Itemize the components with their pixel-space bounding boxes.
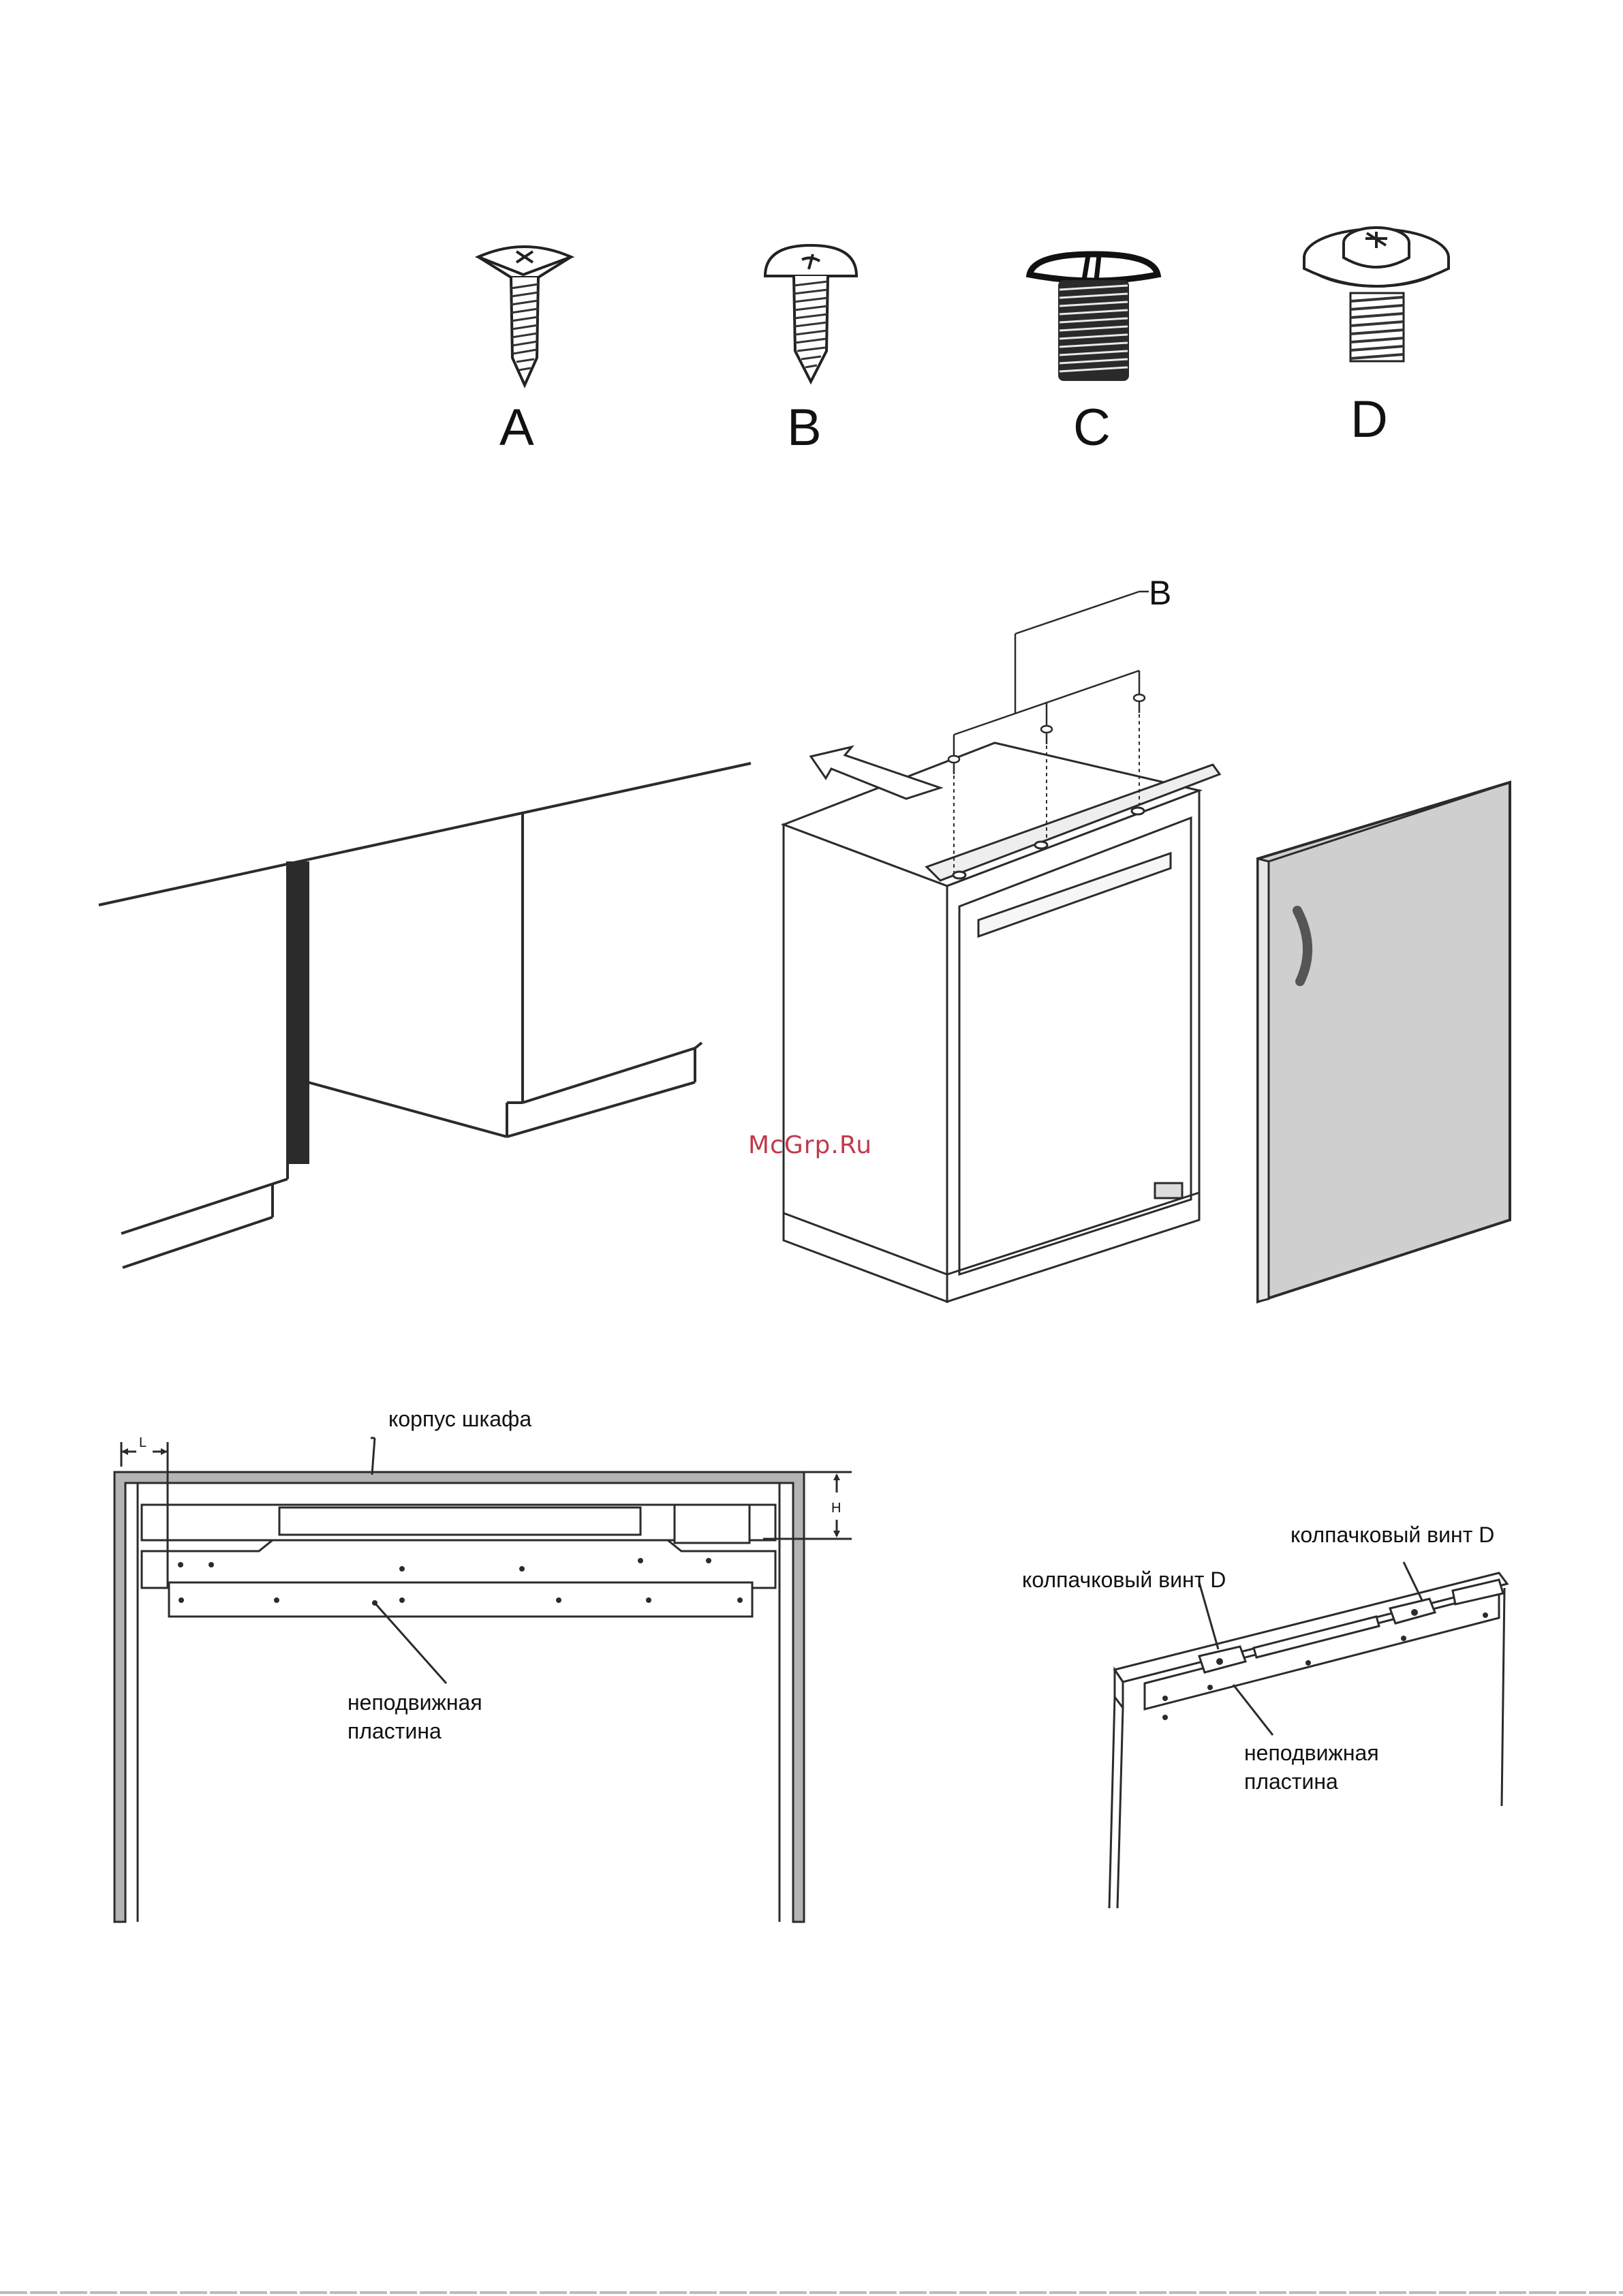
pan-head-cross-screw-icon: [760, 242, 862, 388]
screw-letter-b: B: [787, 402, 822, 454]
callout-letter-b: B: [1149, 576, 1171, 610]
fixed-plate-detail-line1: неподвижная: [1244, 1739, 1379, 1768]
cabinet-section-drawing: [109, 1424, 865, 1929]
watermark: McGrp.Ru: [748, 1131, 872, 1159]
screw-letter-d: D: [1350, 394, 1388, 446]
page-bottom-rule: [0, 2291, 1623, 2294]
fixed-plate-detail-line2: пластина: [1244, 1768, 1379, 1796]
kitchen-cabinet-drawing: [95, 756, 743, 1274]
fixed-plate-label-line2: пластина: [347, 1717, 482, 1746]
fixed-plate-label-detail: неподвижная пластина: [1244, 1739, 1379, 1796]
dimension-h-label: H: [831, 1501, 841, 1516]
screw-b-callout: [947, 586, 1165, 872]
slotted-machine-screw-icon: [1025, 249, 1162, 385]
countersunk-cross-screw-icon: [470, 242, 579, 392]
screw-letter-a: A: [499, 402, 534, 454]
cap-screw-d-label-right: колпачковый винт D: [1290, 1521, 1494, 1550]
screw-letter-c: C: [1073, 402, 1111, 454]
cabinet-body-label: корпус шкафа: [388, 1405, 531, 1434]
perspective-detail-drawing: [1104, 1561, 1513, 1915]
furniture-door-panel: [1254, 777, 1519, 1308]
cap-screw-d-label-left: колпачковый винт D: [1022, 1566, 1226, 1595]
fixed-plate-label: неподвижная пластина: [347, 1689, 482, 1745]
fixed-plate-label-line1: неподвижная: [347, 1689, 482, 1717]
dimension-l-label: L: [139, 1435, 146, 1451]
cap-washer-screw-icon: [1301, 218, 1451, 368]
